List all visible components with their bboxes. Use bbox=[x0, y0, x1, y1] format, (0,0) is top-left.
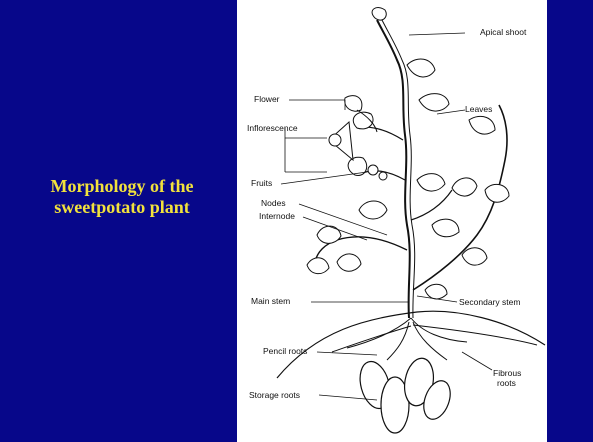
label-nodes: Nodes bbox=[261, 198, 286, 208]
label-fibrous-roots-line-1: Fibrous bbox=[493, 368, 521, 378]
label-leaves: Leaves bbox=[465, 104, 492, 114]
plant-diagram: Apical shoot Flower Inflorescence Leaves… bbox=[237, 0, 547, 442]
label-storage-roots: Storage roots bbox=[249, 390, 300, 400]
diagram-panel: Apical shoot Flower Inflorescence Leaves… bbox=[237, 0, 547, 442]
slide-title: Morphology of the sweetpotato plant bbox=[14, 176, 230, 218]
label-apical-shoot: Apical shoot bbox=[480, 27, 527, 37]
label-fruits: Fruits bbox=[251, 178, 272, 188]
label-inflorescence: Inflorescence bbox=[247, 123, 298, 133]
root-drawing bbox=[332, 318, 537, 360]
label-pencil-roots: Pencil roots bbox=[263, 346, 307, 356]
leaf-shapes bbox=[307, 8, 509, 299]
fruit-drawing bbox=[368, 165, 387, 180]
storage-root-drawing bbox=[355, 356, 455, 433]
label-main-stem: Main stem bbox=[251, 296, 290, 306]
main-stem-drawing bbox=[377, 20, 410, 318]
label-secondary-stem: Secondary stem bbox=[459, 297, 520, 307]
label-internode: Internode bbox=[259, 211, 295, 221]
label-flower: Flower bbox=[254, 94, 280, 104]
slide-title-line-1: Morphology of the bbox=[14, 176, 230, 197]
label-fibrous-roots-line-2: roots bbox=[497, 378, 516, 388]
slide-title-line-2: sweetpotato plant bbox=[14, 197, 230, 218]
